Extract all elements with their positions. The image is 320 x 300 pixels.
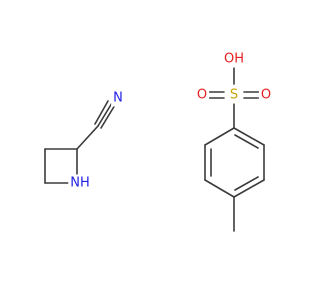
bond-nitrile-triple-2: [94, 100, 109, 125]
bond-ring-inner-top-right: [234, 134, 259, 149]
atom-label-background: [258, 86, 274, 104]
bond-c2-nitrile-carbon: [76, 125, 99, 150]
atom-label-o-right: O: [261, 88, 271, 103]
atom-label-background: [68, 174, 92, 192]
atom-label-nitrile-n: N: [113, 91, 123, 106]
bond-ring-inner-bottom-right: [234, 176, 259, 191]
atom-label-ring-nh: NH: [70, 176, 90, 191]
atom-label-background: [227, 86, 241, 104]
atom-label-background: [194, 86, 210, 104]
bond-ring-lower-left-bottom: [204, 179, 235, 198]
atom-label-oh: OH: [224, 52, 244, 67]
chemical-structure-diagram: N NH OH S O O: [44, 50, 274, 232]
bond-nitrile-triple-1: [97, 102, 113, 127]
azetidine-carbonitrile-molecule: N NH: [44, 89, 125, 192]
bond-ring-upper-right-top: [233, 127, 265, 146]
bond-ring-top-upper-left: [204, 127, 235, 146]
atom-label-background: [221, 50, 247, 68]
bond-ring-bottom-lower-right: [233, 179, 265, 198]
atom-label-o-left: O: [197, 88, 207, 103]
atom-label-sulfur: S: [230, 88, 238, 103]
bond-nitrile-triple-3: [100, 104, 116, 129]
toluenesulfonic-acid-molecule: OH S O O: [194, 50, 274, 232]
atom-label-background: [111, 89, 125, 107]
